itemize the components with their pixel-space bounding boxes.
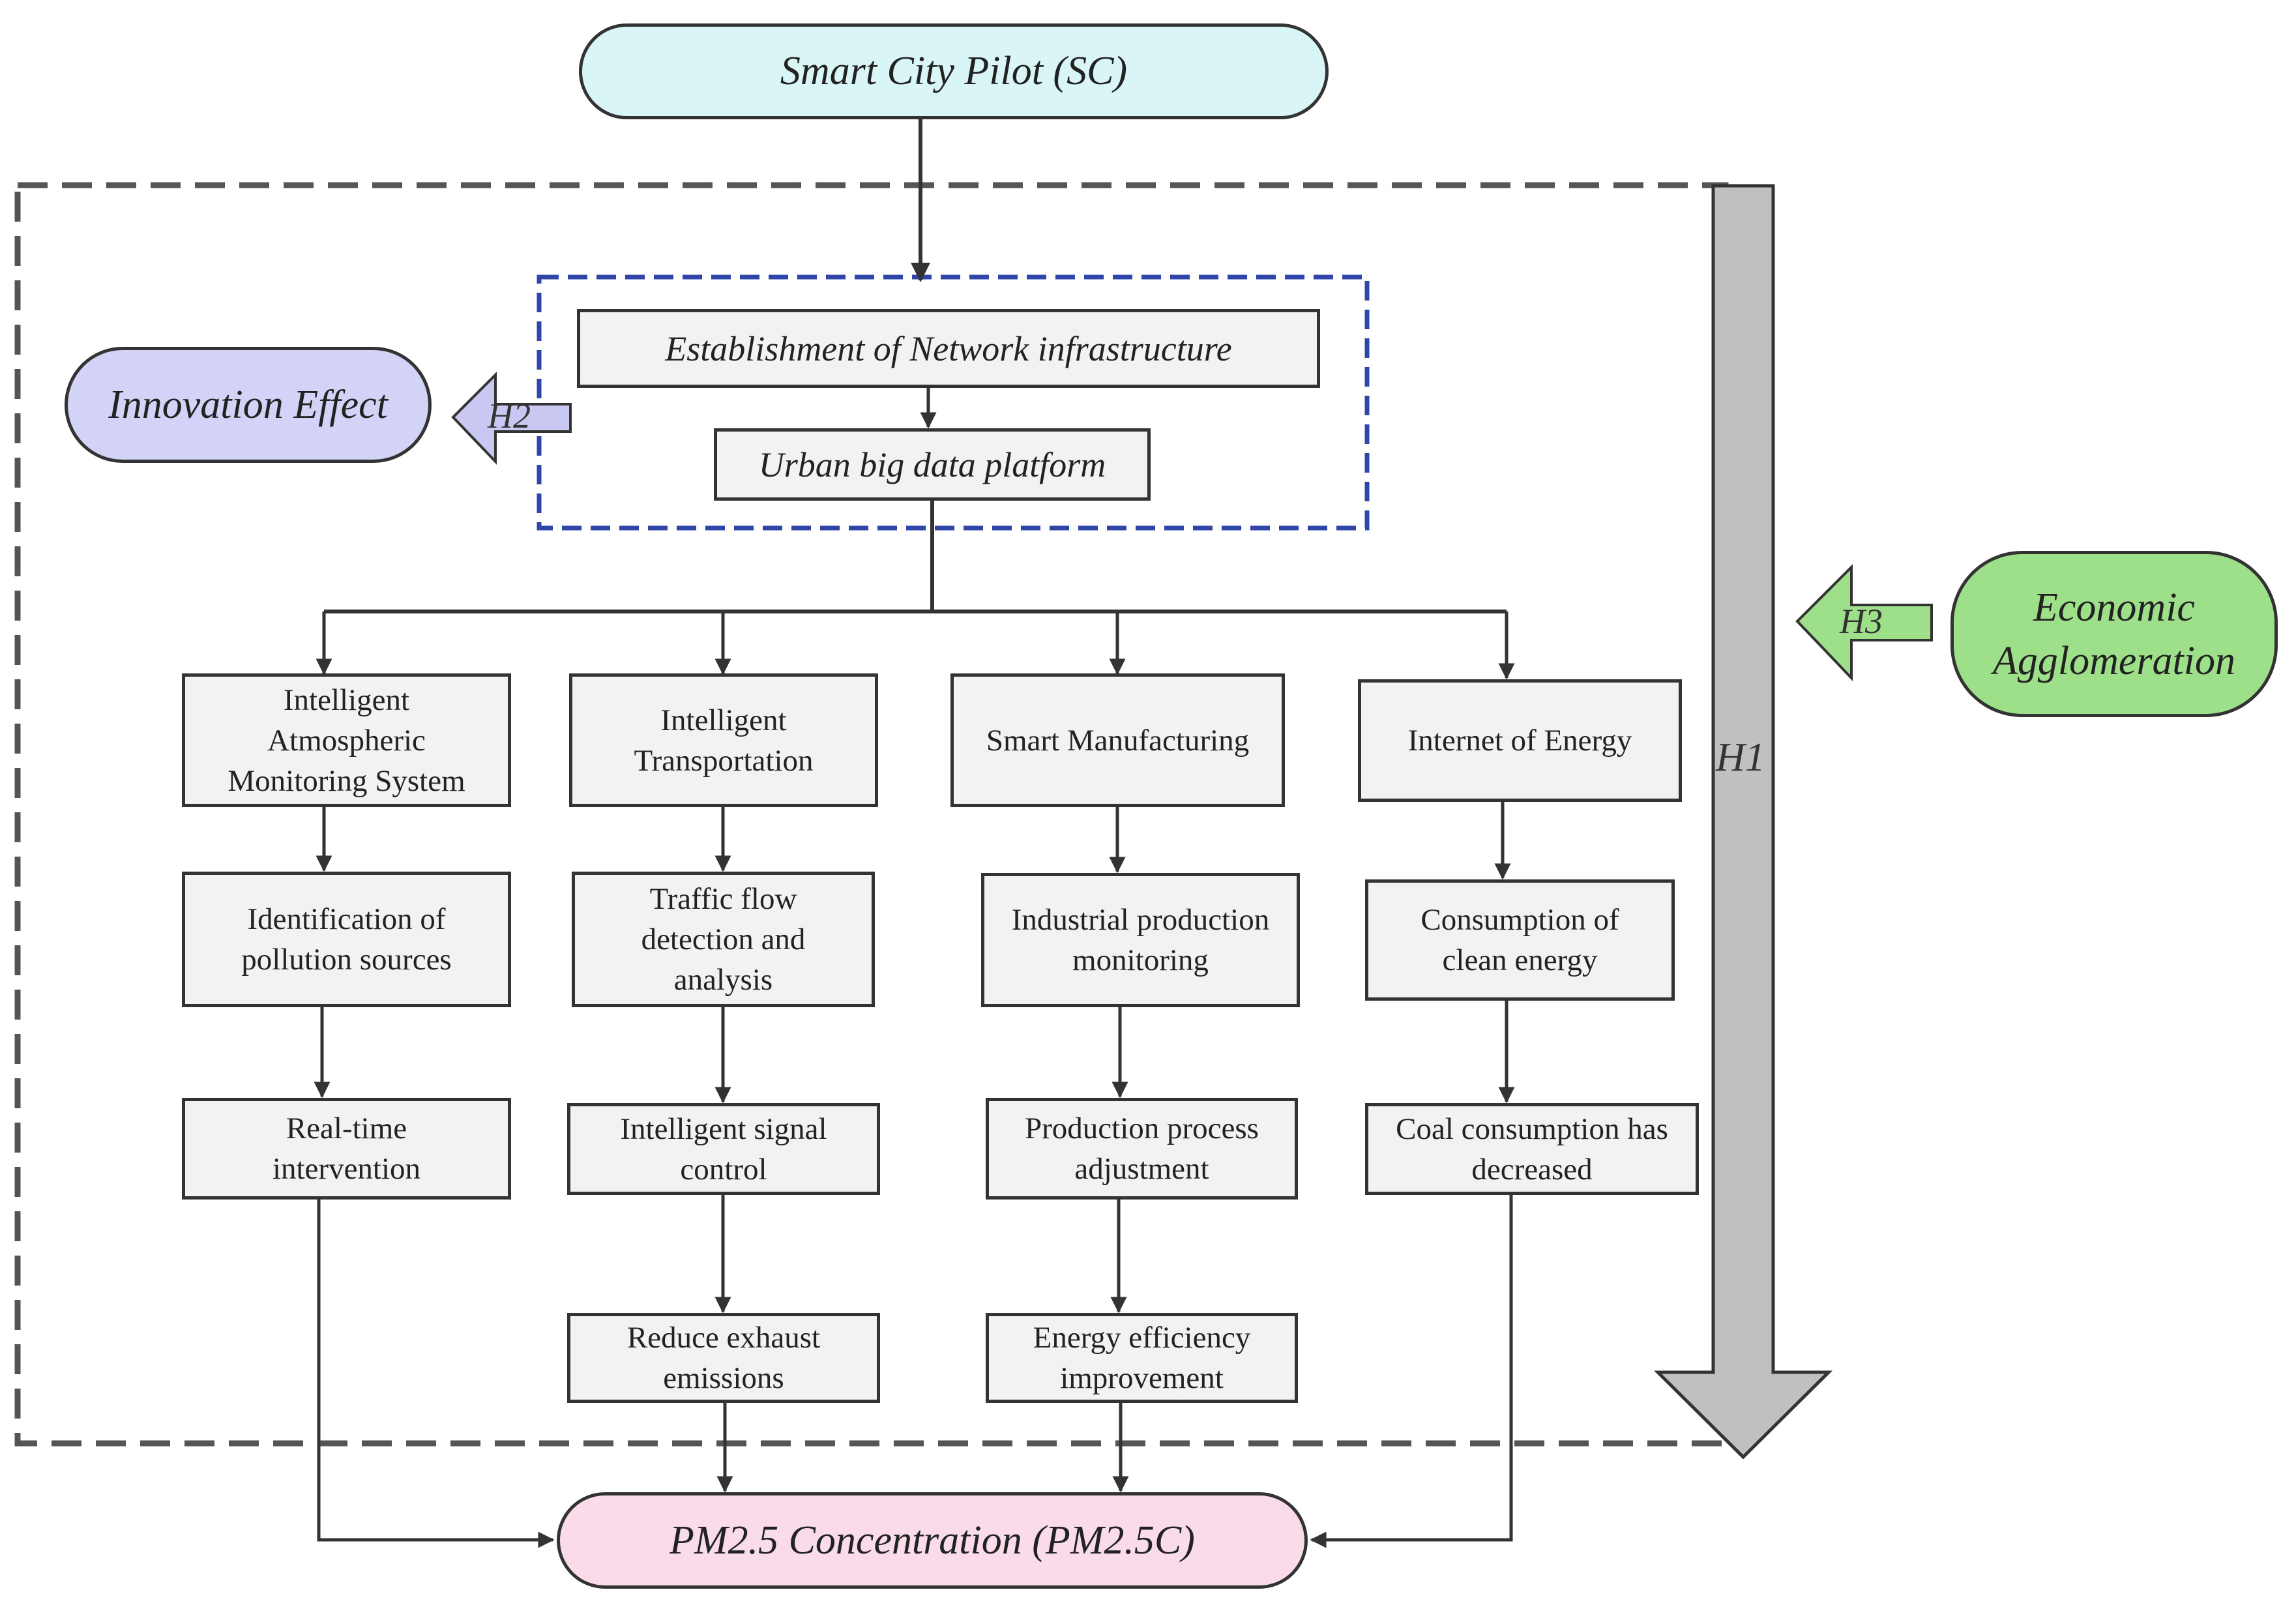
innovation-effect-node: Innovation Effect — [65, 347, 432, 463]
c2-step2-node: Intelligent signal control — [567, 1103, 880, 1195]
h2-label: H2 — [488, 396, 531, 435]
c4-head-node: Internet of Energy — [1358, 679, 1682, 802]
c2-head-node: Intelligent Transportation — [569, 673, 878, 807]
h1-label: H1 — [1716, 735, 1765, 780]
network-infrastructure-node: Establishment of Network infrastructure — [577, 309, 1320, 388]
c3-step1-node: Industrial production monitoring — [981, 873, 1300, 1007]
urban-big-data-node: Urban big data platform — [714, 428, 1151, 501]
smart-city-pilot-node: Smart City Pilot (SC) — [579, 23, 1329, 119]
c4-step1-node: Consumption of clean energy — [1365, 879, 1675, 1001]
c1-step2-node: Real-time intervention — [182, 1098, 511, 1200]
economic-agglomeration-node: Economic Agglomeration — [1950, 551, 2278, 717]
pm25-concentration-node: PM2.5 Concentration (PM2.5C) — [557, 1492, 1308, 1589]
connector-c4-to-pm — [1310, 1195, 1513, 1548]
h3-arrow — [1795, 564, 1933, 681]
h2-arrow — [451, 372, 572, 465]
h3-label: H3 — [1840, 602, 1883, 641]
c3-head-node: Smart Manufacturing — [950, 673, 1285, 807]
c1-head-node: Intelligent Atmospheric Monitoring Syste… — [182, 673, 511, 807]
c2-step3-node: Reduce exhaust emissions — [567, 1313, 880, 1403]
outer-dashed-frame — [14, 182, 1729, 1447]
c2-step1-node: Traffic flow detection and analysis — [572, 872, 875, 1007]
inner-dashed-frame — [537, 274, 1370, 531]
c3-step3-node: Energy efficiency improvement — [986, 1313, 1298, 1403]
connector-c1-to-pm — [317, 1200, 555, 1548]
c4-step2-node: Coal consumption has decreased — [1365, 1103, 1699, 1195]
h1-arrow — [1653, 184, 1833, 1460]
c3-step2-node: Production process adjustment — [986, 1098, 1298, 1200]
c1-step1-node: Identification of pollution sources — [182, 872, 511, 1007]
